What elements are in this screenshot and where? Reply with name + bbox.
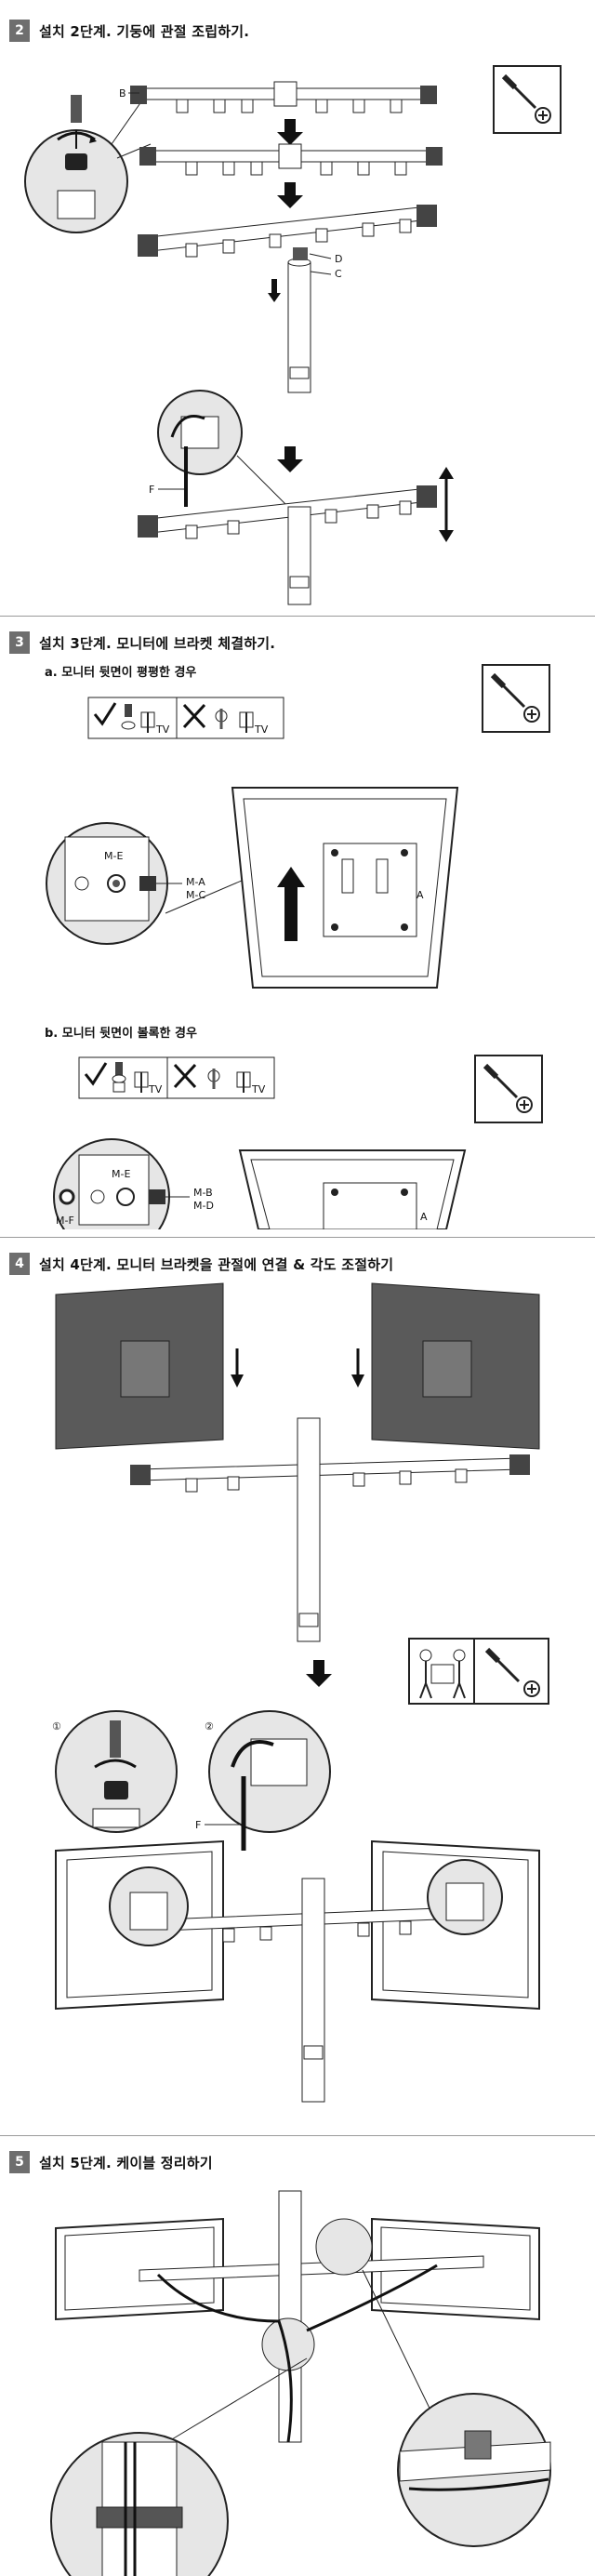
- label-ME: M-E: [104, 850, 123, 862]
- screw-detail-circle-1: ①: [52, 1710, 178, 1833]
- cable-clip-detail-pole: [50, 2432, 229, 2576]
- arrow-down-icon: [277, 119, 303, 145]
- check-icon: [93, 702, 117, 726]
- label-MA: M-A: [186, 876, 205, 888]
- label-step-2: ②: [205, 1720, 214, 1733]
- step-title: 설치 4단계. 모니터 브라켓을 관절에 연결 & 각도 조절하기: [39, 1255, 394, 1273]
- divider: [0, 2135, 595, 2136]
- step-4-header: 4 설치 4단계. 모니터 브라켓을 관절에 연결 & 각도 조절하기: [9, 1250, 393, 1278]
- arm-top: B: [119, 81, 437, 113]
- monitor-left: [55, 1282, 224, 1450]
- label-MB: M-B: [193, 1187, 213, 1199]
- divider: [0, 616, 595, 617]
- arm-step4: [130, 1417, 530, 1642]
- subheading-curved-back: b. 모니터 뒷면이 볼록한 경우: [45, 1027, 197, 1041]
- label-step-1: ①: [52, 1720, 61, 1733]
- screwdriver-icon: [490, 672, 540, 723]
- screw-detail-circle: [24, 95, 128, 233]
- tv-label: TV: [148, 1083, 163, 1095]
- label-MF: M-F: [56, 1215, 74, 1227]
- label-A: A: [420, 1211, 428, 1223]
- screwdriver-icon: [484, 1647, 540, 1697]
- bolt-detail-circle-b: M-E M-B M-D M-F: [53, 1138, 214, 1229]
- step-2-illustration: B: [24, 81, 454, 605]
- label-D: D: [335, 253, 342, 265]
- dual-monitor-cable-view: [55, 2190, 540, 2443]
- arrow-down-icon: [277, 446, 303, 472]
- check-icon: [84, 1062, 108, 1086]
- lock-detail-circle: F: [149, 390, 289, 508]
- screwdriver-icon: [483, 1063, 533, 1113]
- arrow-down-icon: [277, 182, 303, 208]
- step-5-section: 5 설치 5단계. 케이블 정리하기: [0, 2135, 595, 2576]
- bolt-detail-circle-a: M-E M-A M-C: [46, 822, 308, 945]
- monitor-right: [371, 1282, 540, 1450]
- step-title: 설치 5단계. 케이블 정리하기: [39, 2154, 213, 2171]
- monitor-back-a: A: [231, 787, 459, 989]
- screwdriver-tool-box: [482, 664, 550, 733]
- two-people-icon: [419, 1649, 466, 1699]
- arrow-up-icon: [277, 867, 305, 887]
- hardware-choice-b: TV TV: [78, 1056, 275, 1099]
- step-number: 4: [9, 1253, 30, 1275]
- step-number: 5: [9, 2151, 30, 2173]
- tv-label: TV: [251, 1083, 266, 1095]
- label-MC: M-C: [186, 889, 205, 901]
- label-A: A: [416, 889, 424, 901]
- arrow-down-icon: [306, 1660, 332, 1687]
- step-5-illustration: [50, 2190, 551, 2576]
- arm-middle: [139, 143, 443, 176]
- screwdriver-icon: [501, 73, 551, 124]
- cable-clip-detail-arm: [397, 2393, 551, 2547]
- tv-label: TV: [155, 724, 170, 736]
- divider: [0, 1237, 595, 1238]
- label-F: F: [149, 484, 154, 496]
- lock-detail-circle-2: ② F: [195, 1710, 331, 1851]
- step-title: 설치 3단계. 모니터에 브라켓 체결하기.: [39, 634, 276, 652]
- hardware-choice-a: TV TV: [87, 697, 284, 739]
- step-2-header: 2 설치 2단계. 기둥에 관절 조립하기.: [9, 17, 249, 45]
- step-4-section: 4 설치 4단계. 모니터 브라켓을 관절에 연결 & 각도 조절하기: [0, 1237, 595, 2130]
- step-5-header: 5 설치 5단계. 케이블 정리하기: [9, 2148, 213, 2176]
- pole-top: D C: [268, 247, 342, 393]
- subheading-flat-back: a. 모니터 뒷면이 평평한 경우: [45, 666, 197, 680]
- arm-assembled: [138, 205, 437, 258]
- cross-icon: [173, 1063, 197, 1089]
- cross-icon: [182, 703, 206, 729]
- screwdriver-tool-box: [474, 1055, 543, 1123]
- step-3-illustration: TV TV M-E M-A M-C: [46, 697, 467, 1229]
- final-dual-monitor-assembly: [55, 1839, 540, 2103]
- screwdriver-tool-box: [493, 65, 562, 134]
- label-MD: M-D: [193, 1200, 214, 1212]
- label-B: B: [119, 87, 126, 100]
- step-4-illustration: ① ② F: [52, 1282, 549, 2103]
- step-3-section: 3 설치 3단계. 모니터에 브라켓 체결하기. a. 모니터 뒷면이 평평한 …: [0, 616, 595, 1229]
- label-F: F: [195, 1819, 201, 1831]
- step-number: 3: [9, 631, 30, 654]
- two-people-tool-box: [408, 1638, 549, 1705]
- step-number: 2: [9, 20, 30, 42]
- monitor-back-b: A: [238, 1149, 467, 1229]
- step-title: 설치 2단계. 기둥에 관절 조립하기.: [39, 22, 250, 40]
- label-ME: M-E: [112, 1168, 130, 1180]
- step-3-header: 3 설치 3단계. 모니터에 브라켓 체결하기.: [9, 629, 275, 657]
- label-C: C: [335, 268, 342, 280]
- step-2-section: 2 설치 2단계. 기둥에 관절 조립하기. B: [0, 0, 595, 614]
- arm-on-pole: [138, 467, 454, 605]
- tv-label: TV: [254, 724, 269, 736]
